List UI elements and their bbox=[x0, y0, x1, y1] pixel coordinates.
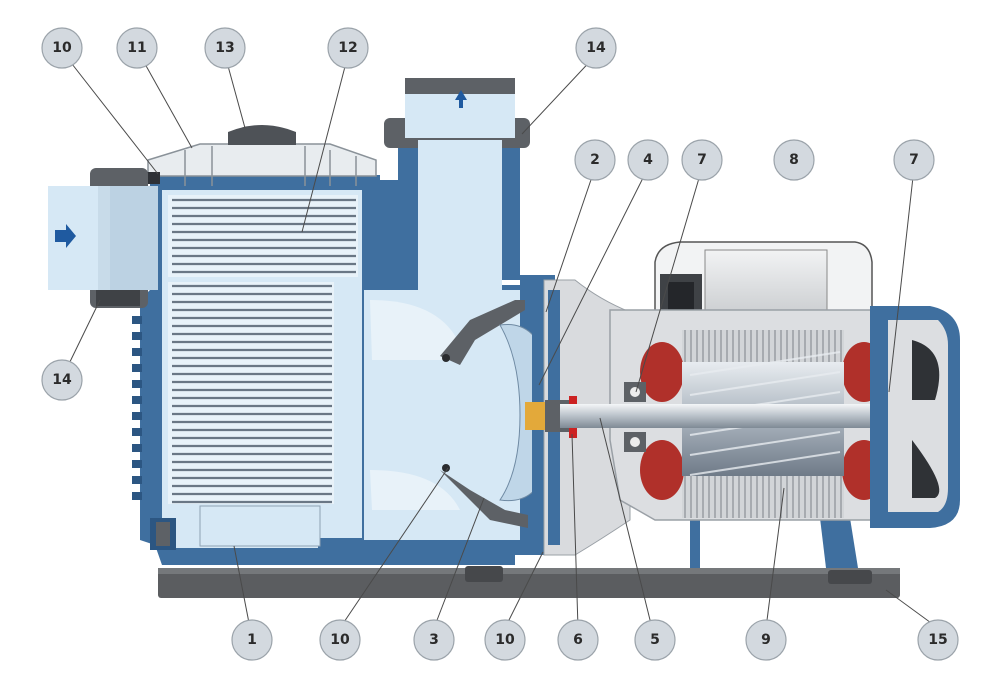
svg-text:10: 10 bbox=[52, 40, 72, 56]
svg-text:12: 12 bbox=[338, 40, 357, 56]
svg-text:11: 11 bbox=[127, 40, 146, 56]
callout-10-b: 10 bbox=[319, 619, 361, 661]
svg-text:3: 3 bbox=[429, 632, 439, 648]
inlet-arrow-icon bbox=[55, 224, 76, 248]
outlet-fitting bbox=[384, 78, 530, 290]
svg-text:7: 7 bbox=[909, 152, 919, 168]
callout-8: 8 bbox=[773, 139, 815, 181]
svg-text:14: 14 bbox=[52, 372, 72, 388]
callout-6: 6 bbox=[557, 619, 599, 661]
svg-text:7: 7 bbox=[697, 152, 707, 168]
callout-14-a: 14 bbox=[575, 27, 617, 69]
svg-text:15: 15 bbox=[928, 632, 947, 648]
callout-7-b: 7 bbox=[893, 139, 935, 181]
volute-water bbox=[364, 290, 520, 540]
callout-13: 13 bbox=[204, 27, 246, 69]
leader-lines bbox=[64, 54, 939, 629]
svg-text:8: 8 bbox=[789, 152, 799, 168]
svg-text:6: 6 bbox=[573, 632, 583, 648]
svg-text:2: 2 bbox=[590, 152, 600, 168]
svg-text:4: 4 bbox=[643, 152, 653, 168]
outlet-arrow-icon bbox=[455, 90, 467, 108]
callout-10-c: 10 bbox=[484, 619, 526, 661]
inlet-fitting bbox=[48, 168, 158, 308]
svg-text:5: 5 bbox=[650, 632, 660, 648]
callout-4: 4 bbox=[627, 139, 669, 181]
callout-11: 11 bbox=[116, 27, 158, 69]
strainer-basket bbox=[168, 195, 358, 547]
svg-text:13: 13 bbox=[215, 40, 234, 56]
svg-text:14: 14 bbox=[586, 40, 606, 56]
motor-body bbox=[609, 241, 891, 521]
svg-text:9: 9 bbox=[761, 632, 771, 648]
svg-text:10: 10 bbox=[330, 632, 350, 648]
svg-text:1: 1 bbox=[247, 632, 257, 648]
svg-text:10: 10 bbox=[495, 632, 515, 648]
callout-7-a: 7 bbox=[681, 139, 723, 181]
callout-2: 2 bbox=[574, 139, 616, 181]
callout-14-b: 14 bbox=[41, 359, 83, 401]
callout-10-a: 10 bbox=[41, 27, 83, 69]
base-plate bbox=[158, 566, 900, 598]
callout-12: 12 bbox=[327, 27, 369, 69]
callout-1: 1 bbox=[231, 619, 273, 661]
callout-5: 5 bbox=[634, 619, 676, 661]
fan-cover bbox=[870, 306, 960, 528]
callout-9: 9 bbox=[745, 619, 787, 661]
callout-15: 15 bbox=[917, 619, 959, 661]
motor-foot bbox=[690, 518, 858, 568]
callout-3: 3 bbox=[413, 619, 455, 661]
lid-handle bbox=[228, 125, 296, 145]
